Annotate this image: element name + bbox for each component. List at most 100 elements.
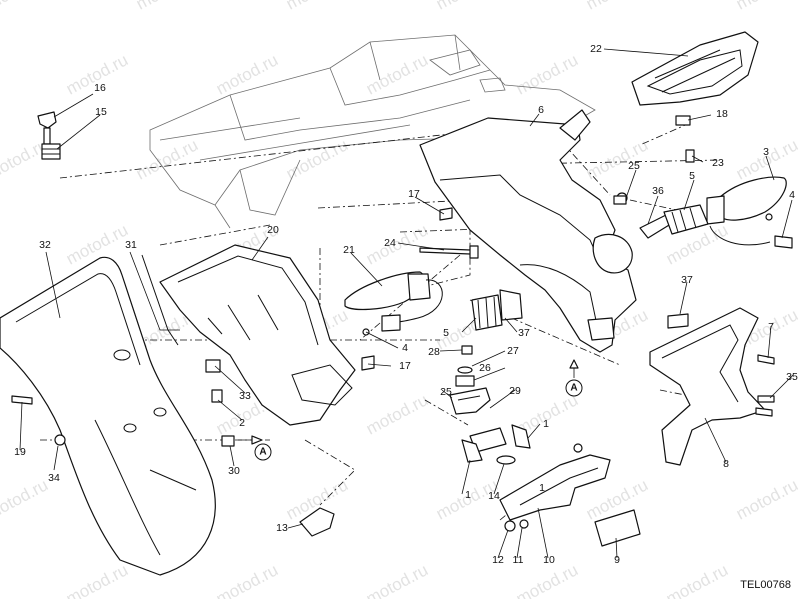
watermark-text: motod.ru xyxy=(283,0,351,14)
plate-tray-20 xyxy=(159,244,356,426)
screw-19 xyxy=(11,395,33,405)
nut-11 xyxy=(519,519,529,529)
callout-number: 14 xyxy=(488,490,500,502)
screw-2 xyxy=(211,389,223,403)
callout-number: 5 xyxy=(443,327,449,339)
callout-number: 17 xyxy=(408,188,420,200)
callout-number: 9 xyxy=(614,554,620,566)
watermark-text: motod.ru xyxy=(213,560,281,599)
plate-light-parts xyxy=(461,424,531,465)
watermark-text: motod.ru xyxy=(433,0,501,14)
callout-number: 7 xyxy=(768,321,774,333)
watermark-text: motod.ru xyxy=(733,135,799,183)
callout-number: 34 xyxy=(48,472,60,484)
watermark-text: motod.ru xyxy=(583,0,651,14)
turn-signal-left-21 xyxy=(344,271,443,336)
callout-number: 11 xyxy=(513,554,524,566)
watermark-text: motod.ru xyxy=(513,50,581,98)
watermark-text: motod.ru xyxy=(283,135,351,183)
fasteners-27-29 xyxy=(455,345,475,387)
callout-number: 37 xyxy=(681,274,693,286)
screw-7 xyxy=(757,354,775,365)
callout-number: 2 xyxy=(239,417,245,429)
callout-number: 16 xyxy=(94,82,106,94)
callout-number: 12 xyxy=(492,554,504,566)
callout-number: 4 xyxy=(789,189,795,201)
callout-number: 1 xyxy=(539,482,545,494)
callout-number: 25 xyxy=(628,160,640,172)
clip-18 xyxy=(675,115,691,126)
callout-layer: 1112344556789101112131415161717181920212… xyxy=(14,43,798,566)
callout-number: 30 xyxy=(228,465,240,477)
callout-number: 28 xyxy=(428,346,440,358)
callout-number: 36 xyxy=(652,185,664,197)
callout-number: 26 xyxy=(479,362,491,374)
callout-number: 27 xyxy=(507,345,519,357)
callout-number: 31 xyxy=(125,239,137,251)
callout-number: 22 xyxy=(590,43,602,55)
callout-number: 15 xyxy=(95,106,107,118)
screw-25 xyxy=(613,195,627,205)
turn-signal-right-3 xyxy=(706,176,793,249)
reference-marker-layer: AA xyxy=(254,379,583,461)
drawing-code: TEL00768 xyxy=(740,579,791,591)
watermark-text: motod.ru xyxy=(133,135,201,183)
reference-marker-circle xyxy=(565,379,583,397)
callout-number: 3 xyxy=(763,146,769,158)
light-holder-26 xyxy=(449,387,491,415)
callout-number: 1 xyxy=(465,489,471,501)
callout-number: 18 xyxy=(716,108,728,120)
reference-marker-circle xyxy=(254,443,272,461)
watermark-text: motod.ru xyxy=(213,50,281,98)
rear-fender-33 xyxy=(0,256,216,576)
watermark-text: motod.ru xyxy=(513,560,581,599)
watermark-text: motod.ru xyxy=(363,220,431,268)
callout-number: 1 xyxy=(543,418,549,430)
clip-24 xyxy=(667,313,689,329)
tail-light-22 xyxy=(631,31,759,106)
watermark-text: motod.ru xyxy=(0,0,51,14)
watermark-text: motod.ru xyxy=(733,475,799,523)
callout-number: 32 xyxy=(39,239,51,251)
watermark-text: motod.ru xyxy=(733,0,799,14)
spacer-31 xyxy=(221,435,235,447)
grommet-15-16 xyxy=(37,111,61,160)
callout-number: 25 xyxy=(440,386,452,398)
watermark-text: motod.ru xyxy=(663,560,731,599)
plate-bracket-10 xyxy=(499,443,611,521)
reflector-9 xyxy=(594,509,641,547)
reference-marker-label: A xyxy=(259,447,266,458)
section-marker-a xyxy=(238,359,579,445)
tail-bracket-6 xyxy=(419,109,637,353)
clip-17-upper xyxy=(439,207,453,221)
watermark-text: motod.ru xyxy=(133,0,201,14)
leader-lines xyxy=(19,48,794,559)
reference-marker-label: A xyxy=(570,383,577,394)
callout-number: 8 xyxy=(723,458,729,470)
callout-number: 13 xyxy=(276,522,288,534)
callout-number: 5 xyxy=(689,170,695,182)
callout-number: 19 xyxy=(14,446,26,458)
nut-12 xyxy=(504,520,516,532)
nut-35 xyxy=(54,434,66,446)
callout-number: 17 xyxy=(399,360,411,372)
callout-number: 24 xyxy=(384,237,396,249)
cover-13 xyxy=(299,507,335,537)
callout-number: 10 xyxy=(543,554,555,566)
bolt-25 xyxy=(419,245,479,259)
callout-number: 35 xyxy=(786,371,798,383)
watermark-text: motod.ru xyxy=(63,560,131,599)
screw-23 xyxy=(685,149,695,163)
callout-number: 21 xyxy=(343,244,355,256)
bellows-left-5-37 xyxy=(471,289,523,331)
callout-number: 4 xyxy=(402,342,408,354)
plate-frame-8 xyxy=(649,307,766,466)
watermark-text: motod.ru xyxy=(0,475,51,523)
watermark-text: motod.ru xyxy=(363,390,431,438)
watermark-text: motod.ru xyxy=(363,50,431,98)
callout-number: 29 xyxy=(509,385,521,397)
callout-number: 37 xyxy=(518,327,530,339)
clip-17-lower xyxy=(361,355,375,371)
callout-number: 23 xyxy=(712,157,724,169)
